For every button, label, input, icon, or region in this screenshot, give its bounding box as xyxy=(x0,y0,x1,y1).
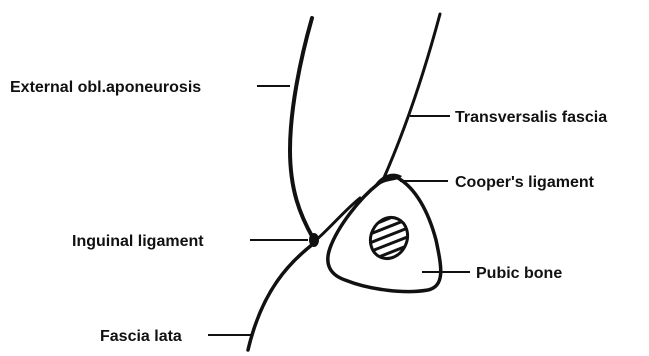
external-oblique-aponeurosis-line xyxy=(290,18,313,238)
fascia-lata-label: Fascia lata xyxy=(100,328,182,345)
inguinal-ligament-mark xyxy=(309,233,319,247)
inguinal-ligament-label: Inguinal ligament xyxy=(72,233,204,250)
external-oblique-label: External obl.aponeurosis xyxy=(10,79,201,96)
pubic-bone-label: Pubic bone xyxy=(476,265,562,282)
transversalis-fascia-label: Transversalis fascia xyxy=(455,109,607,126)
coopers-ligament-label: Cooper's ligament xyxy=(455,174,595,191)
coopers-ligament-mark xyxy=(374,174,402,187)
transversalis-fascia-line xyxy=(383,14,440,180)
bone-cross-section-hatch xyxy=(360,210,426,278)
fascia-lata-line xyxy=(248,244,313,350)
